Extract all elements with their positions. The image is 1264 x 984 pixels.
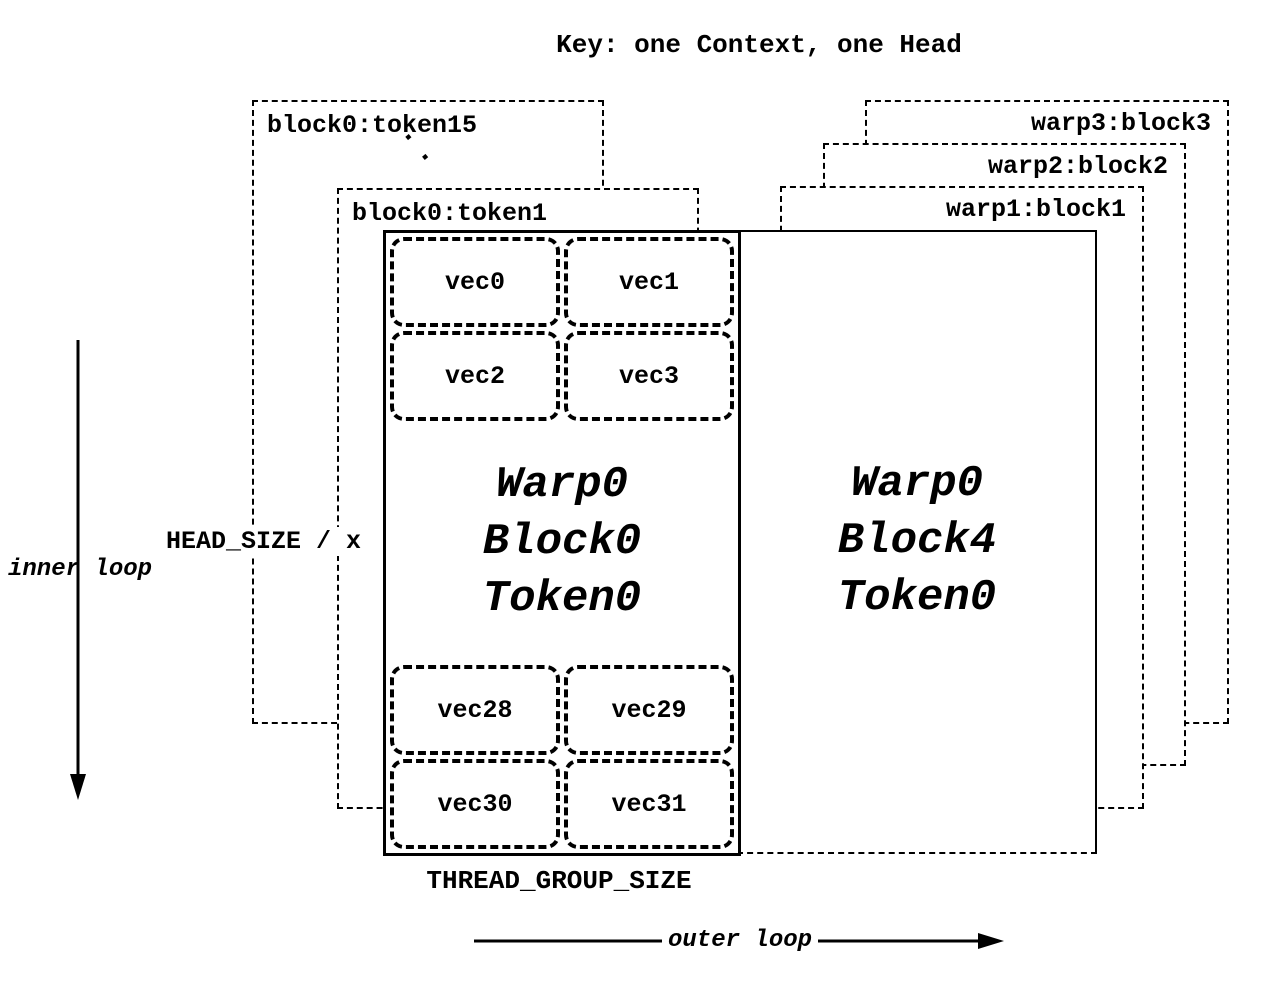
head-size-label: HEAD_SIZE / x	[163, 527, 365, 556]
diagram-title: Key: one Context, one Head	[556, 30, 962, 60]
vec29-box: vec29	[564, 665, 734, 755]
vec2-label: vec2	[444, 361, 505, 391]
block0-token15-label: block0:token15	[267, 111, 478, 140]
warp0-block0-box: vec0 vec1 vec2 vec3 Warp0 Block0 Token0 …	[383, 230, 741, 856]
warp1-block1-label: warp1:block1	[945, 195, 1126, 224]
center-line: Block4	[837, 516, 997, 566]
vec29-label: vec29	[611, 695, 687, 725]
vec3-label: vec3	[618, 361, 679, 391]
vec0-box: vec0	[390, 237, 560, 327]
block0-token1-label: block0:token1	[352, 199, 548, 228]
inner-loop-arrow	[70, 340, 86, 800]
warp2-block2-label: warp2:block2	[987, 152, 1168, 181]
vec3-box: vec3	[564, 331, 734, 421]
thread-group-size-label: THREAD_GROUP_SIZE	[426, 866, 692, 896]
warp0-block4-box: Warp0 Block4 Token0	[737, 230, 1097, 854]
vec0-label: vec0	[444, 267, 505, 297]
vec2-box: vec2	[390, 331, 560, 421]
top-vec-group: vec0 vec1 vec2 vec3	[390, 237, 734, 421]
outer-loop-label: outer loop	[662, 927, 819, 954]
vec28-box: vec28	[390, 665, 560, 755]
center-line: Token0	[837, 573, 997, 623]
warp0-block0-text: Warp0 Block0 Token0	[386, 457, 738, 628]
vec31-label: vec31	[611, 789, 687, 819]
vec30-label: vec30	[437, 789, 513, 819]
vec1-box: vec1	[564, 237, 734, 327]
vec30-box: vec30	[390, 759, 560, 849]
center-line: Block0	[482, 517, 642, 567]
warp3-block3-label: warp3:block3	[1030, 109, 1211, 138]
center-line: Warp0	[495, 460, 629, 510]
vec31-box: vec31	[564, 759, 734, 849]
center-line: Warp0	[850, 459, 984, 509]
inner-loop-label: inner loop	[8, 556, 153, 583]
center-line: Token0	[482, 574, 642, 624]
vec1-label: vec1	[618, 267, 679, 297]
warp0-block4-text: Warp0 Block4 Token0	[739, 456, 1095, 627]
vec28-label: vec28	[437, 695, 513, 725]
bottom-vec-group: vec28 vec29 vec30 vec31	[390, 665, 734, 849]
